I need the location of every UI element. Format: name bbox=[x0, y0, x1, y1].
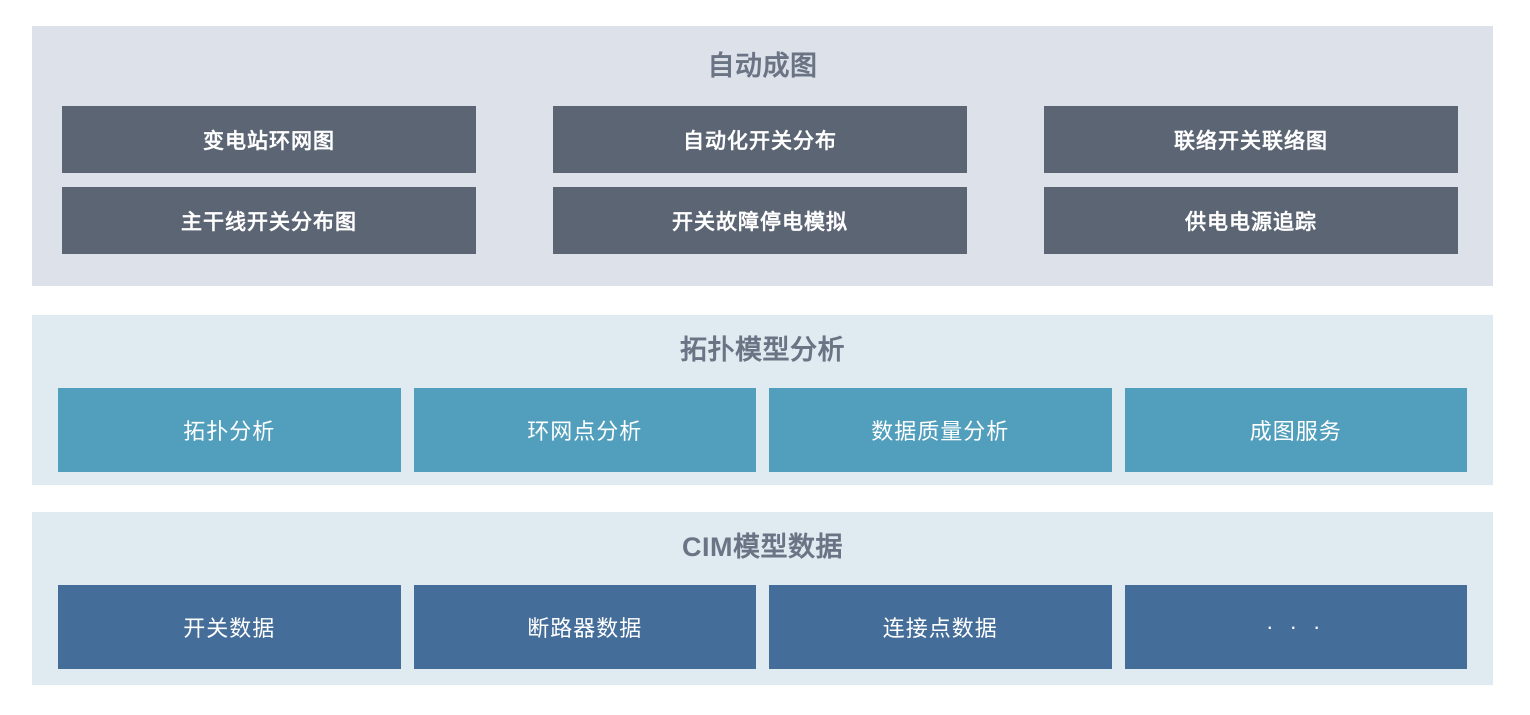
topology-button-row: 拓扑分析 环网点分析 数据质量分析 成图服务 bbox=[58, 388, 1467, 472]
cim-button-row: 开关数据 断路器数据 连接点数据 · · · bbox=[58, 585, 1467, 669]
button-power-supply-source-tracing[interactable]: 供电电源追踪 bbox=[1044, 187, 1458, 254]
section-cim-model-data: CIM模型数据 开关数据 断路器数据 连接点数据 · · · bbox=[32, 512, 1493, 685]
section-topology-model-analysis: 拓扑模型分析 拓扑分析 环网点分析 数据质量分析 成图服务 bbox=[32, 315, 1493, 485]
section-cim-title: CIM模型数据 bbox=[682, 532, 843, 562]
button-ring-network-point-analysis[interactable]: 环网点分析 bbox=[413, 388, 756, 472]
section-auto-map-title: 自动成图 bbox=[707, 51, 818, 81]
button-mapping-service[interactable]: 成图服务 bbox=[1124, 388, 1467, 472]
button-switch-data[interactable]: 开关数据 bbox=[58, 585, 401, 669]
button-main-line-switch-distribution-map[interactable]: 主干线开关分布图 bbox=[62, 187, 476, 254]
button-substation-ring-network-diagram[interactable]: 变电站环网图 bbox=[62, 106, 476, 173]
button-switch-fault-outage-simulation[interactable]: 开关故障停电模拟 bbox=[553, 187, 967, 254]
button-more-ellipsis[interactable]: · · · bbox=[1124, 585, 1467, 669]
button-topology-analysis[interactable]: 拓扑分析 bbox=[58, 388, 401, 472]
button-connectivity-node-data[interactable]: 连接点数据 bbox=[769, 585, 1112, 669]
button-data-quality-analysis[interactable]: 数据质量分析 bbox=[769, 388, 1112, 472]
button-automation-switch-distribution[interactable]: 自动化开关分布 bbox=[553, 106, 967, 173]
section-topology-title: 拓扑模型分析 bbox=[680, 335, 845, 365]
section-auto-map: 自动成图 变电站环网图 自动化开关分布 联络开关联络图 主干线开关分布图 开关故… bbox=[32, 26, 1493, 286]
auto-map-button-grid: 变电站环网图 自动化开关分布 联络开关联络图 主干线开关分布图 开关故障停电模拟… bbox=[62, 106, 1463, 254]
button-circuit-breaker-data[interactable]: 断路器数据 bbox=[413, 585, 756, 669]
button-tie-switch-contact-diagram[interactable]: 联络开关联络图 bbox=[1044, 106, 1458, 173]
